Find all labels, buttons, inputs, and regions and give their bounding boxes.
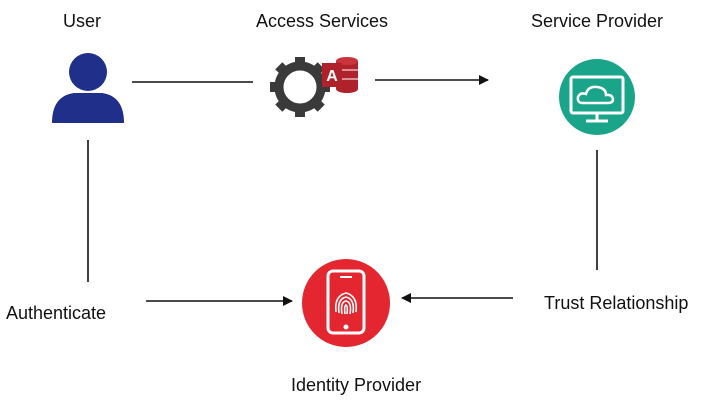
identity-provider-label: Identity Provider: [291, 375, 422, 395]
gear-database-icon: A: [270, 57, 358, 117]
service-provider-label: Service Provider: [531, 11, 664, 31]
svg-text:A: A: [326, 68, 338, 85]
authenticate-label: Authenticate: [6, 303, 107, 323]
user-icon: [52, 53, 124, 123]
user-label: User: [63, 11, 102, 31]
access-services-label: Access Services: [256, 11, 389, 31]
trust-relationship-label: Trust Relationship: [544, 293, 689, 313]
cloud-monitor-icon: [559, 59, 635, 135]
phone-fingerprint-icon: [302, 259, 390, 347]
